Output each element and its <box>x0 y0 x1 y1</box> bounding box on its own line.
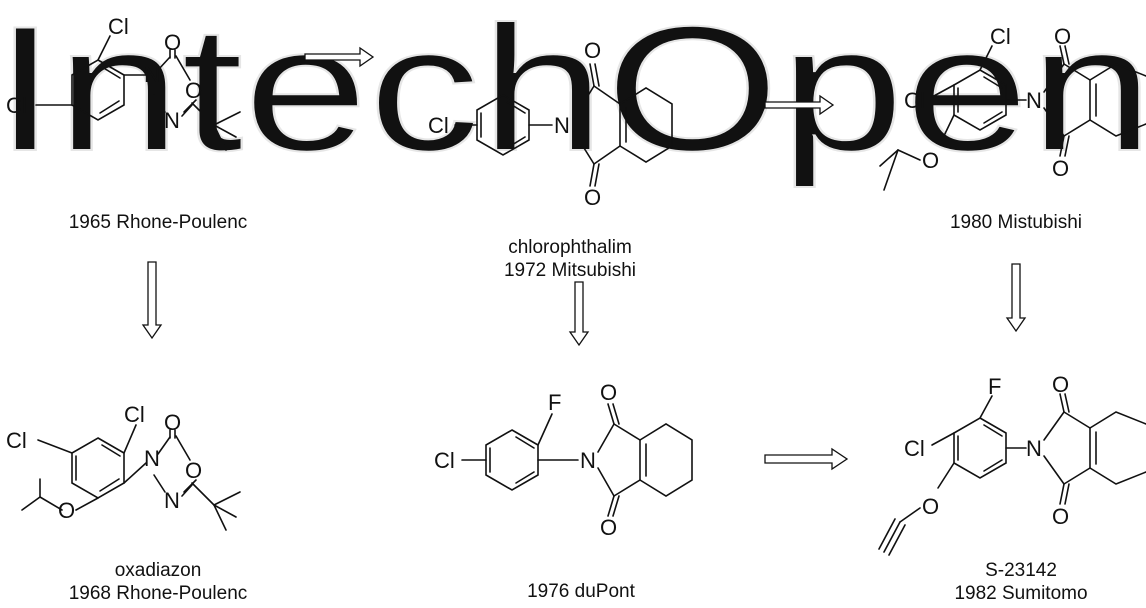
atom-labels: Cl Cl O N O N Cl O Cl N O N O O Cl N O F… <box>6 14 1071 540</box>
atom-label: N <box>164 108 180 133</box>
arrow-down-3 <box>1005 263 1027 333</box>
atom-label: Cl <box>6 428 27 453</box>
caption-line: 1968 Rhone-Poulenc <box>68 583 248 604</box>
atom-label: O <box>922 494 939 519</box>
arrow-down-1 <box>141 261 163 340</box>
atom-label: O <box>584 38 601 63</box>
caption-line: 1976 duPont <box>527 581 635 602</box>
caption-compound-3: 1980 Mistubishi <box>896 211 1136 234</box>
caption-line: S-23142 <box>985 560 1057 581</box>
atom-label: Cl <box>108 14 129 39</box>
caption-line: 1972 Mitsubishi <box>503 260 637 281</box>
atom-label: N <box>554 113 570 138</box>
caption-compound-5: 1976 duPont <box>466 580 696 603</box>
atom-label: N <box>1026 436 1042 461</box>
atom-label: O <box>584 185 601 210</box>
compound-1-structure <box>35 35 241 151</box>
atom-label: O <box>1052 156 1069 181</box>
atom-label: Cl <box>434 448 455 473</box>
caption-line: 1980 Mistubishi <box>949 212 1083 233</box>
atom-label: O <box>58 498 75 523</box>
atom-label: Cl <box>124 402 145 427</box>
atom-label: O <box>164 30 181 55</box>
caption-line: oxadiazon <box>114 560 202 581</box>
atom-label: Cl <box>990 24 1011 49</box>
atom-label: Cl <box>428 113 449 138</box>
atom-label: N <box>144 62 160 87</box>
atom-label: N <box>580 448 596 473</box>
atom-label: O <box>600 380 617 405</box>
atom-label: O <box>1052 504 1069 529</box>
caption-line: 1965 Rhone-Poulenc <box>68 212 248 233</box>
caption-line: chlorophthalim <box>508 237 632 258</box>
atom-label: F <box>548 390 561 415</box>
caption-compound-1: 1965 Rhone-Poulenc <box>38 211 278 234</box>
atom-label: Cl <box>904 88 925 113</box>
atom-label: O <box>185 458 202 483</box>
atom-label: N <box>164 488 180 513</box>
atom-label: Cl <box>6 93 27 118</box>
caption-line: 1982 Sumitomo <box>954 583 1088 604</box>
atom-label: O <box>1052 372 1069 397</box>
atom-label: Cl <box>904 436 925 461</box>
compound-3-structure <box>879 45 1146 191</box>
atom-label: O <box>164 410 181 435</box>
arrows <box>141 46 1027 471</box>
arrow-right-3 <box>764 447 849 471</box>
compound-4-structure <box>21 424 241 531</box>
arrow-right-1 <box>304 46 375 68</box>
atom-label: O <box>1054 24 1071 49</box>
atom-label: O <box>922 148 939 173</box>
arrow-down-2 <box>568 281 590 347</box>
compound-6-structure <box>878 393 1146 556</box>
atom-label: F <box>988 374 1001 399</box>
caption-compound-2: chlorophthalim 1972 Mitsubishi <box>440 236 700 282</box>
caption-compound-6: S-23142 1982 Sumitomo <box>906 559 1136 605</box>
arrow-right-2 <box>764 94 835 116</box>
compound-5-structure <box>461 403 693 517</box>
compound-2-structure <box>454 63 673 187</box>
caption-compound-4: oxadiazon 1968 Rhone-Poulenc <box>28 559 288 605</box>
atom-label: N <box>144 446 160 471</box>
atom-label: O <box>185 78 202 103</box>
atom-label: N <box>1026 88 1042 113</box>
atom-label: O <box>600 515 617 540</box>
